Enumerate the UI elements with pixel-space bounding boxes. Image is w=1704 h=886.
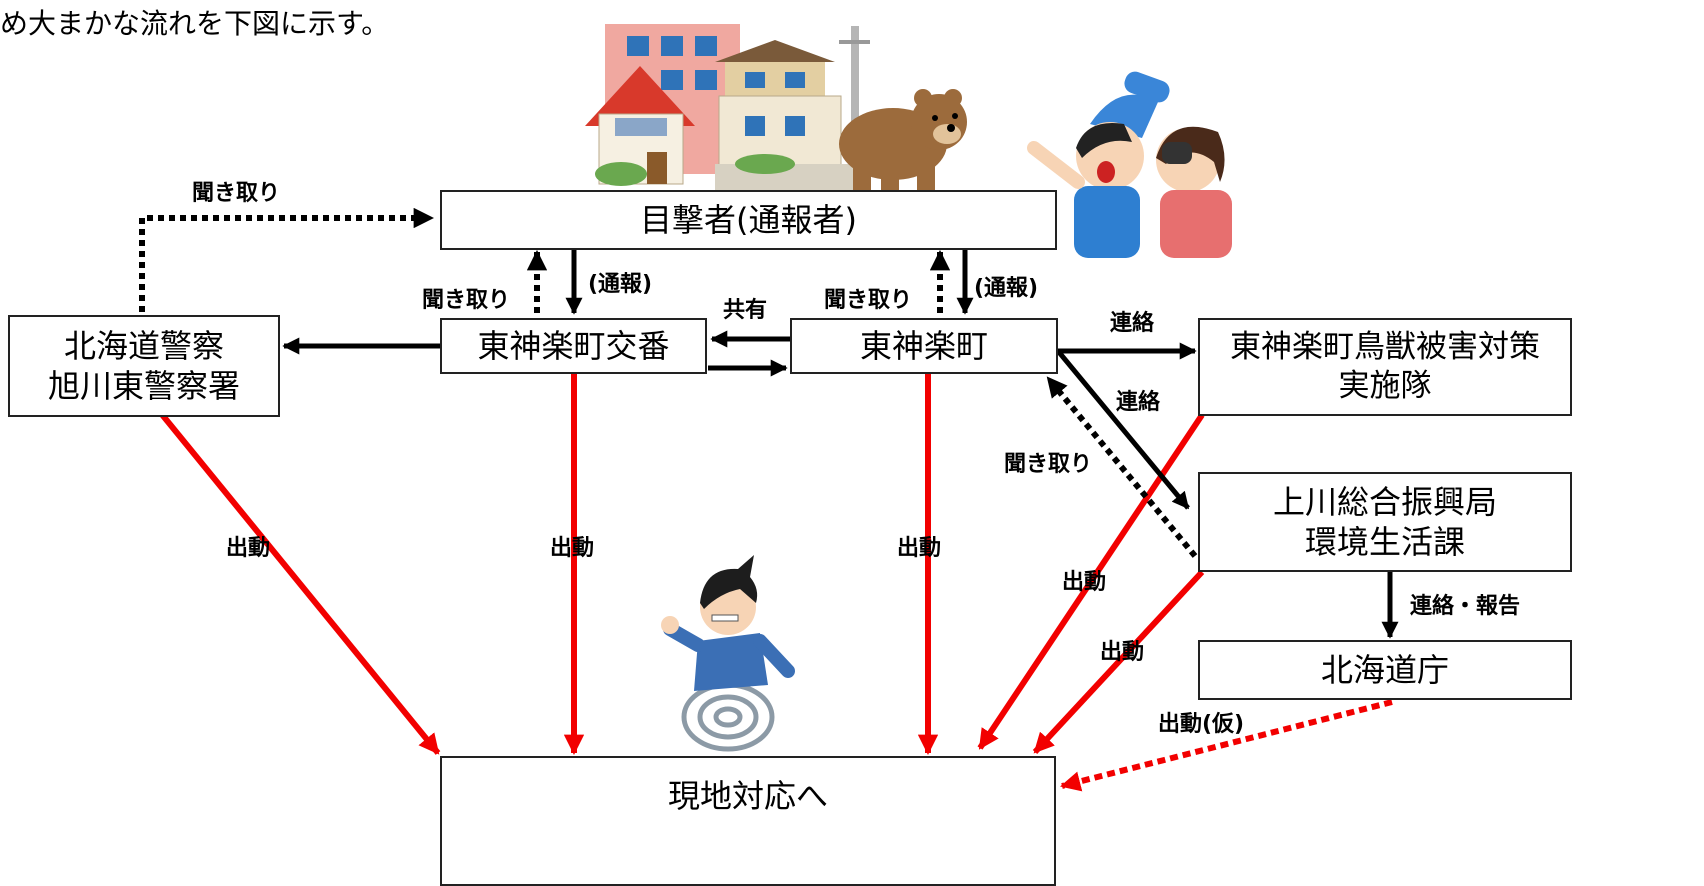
dispatch-arrow-pref bbox=[1060, 699, 1393, 792]
intro-text: ため大まかな流れを下図に示す。 bbox=[0, 7, 390, 40]
bureau-label-line1: 上川総合振興局 bbox=[1272, 483, 1497, 521]
site-node: 現地対応へ bbox=[440, 756, 1056, 886]
dispatch-arrow-squad bbox=[977, 413, 1205, 750]
koban-node: 東神楽町交番 bbox=[440, 318, 707, 374]
pref-label: 北海道庁 bbox=[1320, 651, 1449, 689]
contact-bureau-label: 連絡 bbox=[1116, 390, 1161, 415]
town-node: 東神楽町 bbox=[790, 318, 1058, 374]
contact-report-label: 連絡・報告 bbox=[1410, 594, 1521, 619]
dispatch-town-label: 出動 bbox=[897, 536, 942, 561]
dispatch-koban-label: 出動 bbox=[550, 536, 595, 561]
witness-children-icon bbox=[1027, 71, 1232, 258]
running-person-icon bbox=[661, 555, 795, 752]
dispatch-arrow-bureau bbox=[1032, 569, 1205, 755]
dispatch-pref-label: 出動(仮) bbox=[1158, 712, 1245, 737]
dispatch-arrow-police bbox=[139, 388, 441, 755]
dispatch-police-label: 出動 bbox=[226, 536, 271, 561]
police-interview-label: 聞き取り bbox=[192, 181, 281, 206]
site-label: 現地対応へ bbox=[667, 777, 828, 815]
witness-node: 目撃者(通報者) bbox=[440, 190, 1057, 250]
police-node: 北海道警察 旭川東警察署 bbox=[8, 315, 280, 417]
squad-node: 東神楽町鳥獣被害対策 実施隊 bbox=[1198, 318, 1572, 416]
koban-label: 東神楽町交番 bbox=[477, 327, 670, 365]
squad-label-line1: 東神楽町鳥獣被害対策 bbox=[1230, 329, 1540, 366]
bureau-interview-arrow bbox=[1045, 376, 1198, 558]
witness-label: 目撃者(通報者) bbox=[640, 201, 857, 239]
town-label: 東神楽町 bbox=[859, 327, 988, 365]
squad-label-line2: 実施隊 bbox=[1338, 368, 1432, 404]
share-label: 共有 bbox=[723, 298, 768, 323]
bureau-label-line2: 環境生活課 bbox=[1304, 523, 1465, 561]
police-interview-arrow bbox=[139, 207, 435, 312]
bureau-node: 上川総合振興局 環境生活課 bbox=[1198, 472, 1572, 572]
contact-squad-label: 連絡 bbox=[1110, 311, 1155, 336]
koban-report-label: (通報) bbox=[588, 272, 653, 297]
dispatch-bureau-label: 出動 bbox=[1100, 640, 1145, 665]
pref-node: 北海道庁 bbox=[1198, 640, 1572, 700]
town-to-bureau-arrow bbox=[1056, 349, 1190, 510]
dispatch-squad-label: 出動 bbox=[1062, 570, 1107, 595]
buildings-icon bbox=[585, 24, 870, 190]
police-label-line2: 旭川東警察署 bbox=[47, 367, 240, 405]
koban-interview-label: 聞き取り bbox=[422, 288, 511, 313]
town-interview-label: 聞き取り bbox=[824, 288, 913, 313]
police-label-line1: 北海道警察 bbox=[63, 327, 224, 365]
bureau-interview-label: 聞き取り bbox=[1004, 452, 1093, 477]
bear-icon bbox=[839, 89, 967, 192]
town-report-label: (通報) bbox=[974, 276, 1039, 301]
